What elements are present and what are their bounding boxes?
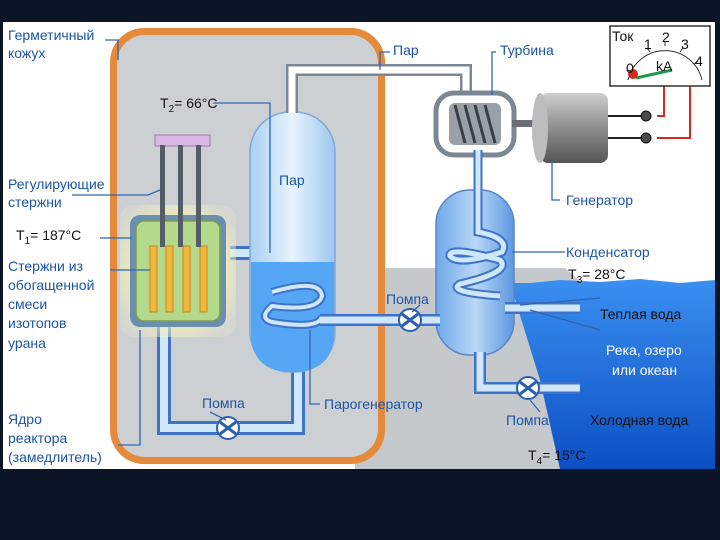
turbine-shaft [512,120,544,127]
label-warm-water: Теплая вода [600,306,681,322]
label-fuel-5: урана [8,335,46,351]
pump-icon-river [516,376,540,400]
label-control-rods-1: Регулирующие [8,176,105,192]
ammeter-tick-3: 3 [681,36,689,52]
label-containment-2: кожух [8,45,45,61]
leader-lines [72,39,601,446]
label-t3: T3= 28°C [568,266,625,286]
pump-icon-reactor [216,416,240,440]
label-steam-top: Пар [393,42,419,58]
label-river-1: Река, озеро [606,342,682,358]
label-fuel-1: Стержни из [8,258,83,274]
label-pump-reactor: Помпа [202,395,245,411]
label-pump-middle: Помпа [386,291,429,307]
ammeter-unit: kA [656,58,673,74]
ammeter-tick-2: 2 [662,29,670,45]
pump-icon-middle [398,308,422,332]
turbine-blades [453,104,497,144]
condenser-coil [445,150,508,301]
steam-line [286,64,472,113]
label-current: Ток [612,28,634,44]
fuel-rods [149,245,208,313]
label-t1: T1= 187°C [16,227,81,247]
label-cold-water: Холодная вода [590,412,689,428]
control-rods [154,134,211,247]
label-generator: Генератор [566,192,633,208]
label-fuel-2: обогащенной [8,277,94,293]
ammeter-tick-0: 0 [626,60,634,76]
label-river-2: или океан [612,362,677,378]
label-fuel-4: изотопов [8,315,66,331]
label-containment-1: Герметичный [8,27,94,43]
label-turbine: Турбина [500,42,554,58]
ammeter [609,25,711,87]
label-condenser: Конденсатор [566,244,650,260]
label-t4: T4= 15°C [528,447,585,467]
label-moderator-1: Ядро [8,411,42,427]
river-water [510,279,715,469]
label-control-rods-2: стержни [8,194,62,210]
ammeter-tick-1: 1 [644,36,652,52]
steam-generator-coil [261,282,327,329]
generator-terminals [608,84,691,144]
label-moderator-3: (замедлитель) [8,449,102,465]
generator-face [532,93,548,163]
label-moderator-2: реактора [8,430,67,446]
label-t2: T2= 66°C [160,95,217,115]
generator-body [540,93,608,163]
label-fuel-3: смеси [8,296,47,312]
label-steam-inner: Пар [279,172,305,188]
cooling-lines [474,302,580,394]
label-steam-generator: Парогенератор [324,396,423,412]
ammeter-tick-4: 4 [695,53,703,69]
label-pump-river: Помпа [506,412,549,428]
